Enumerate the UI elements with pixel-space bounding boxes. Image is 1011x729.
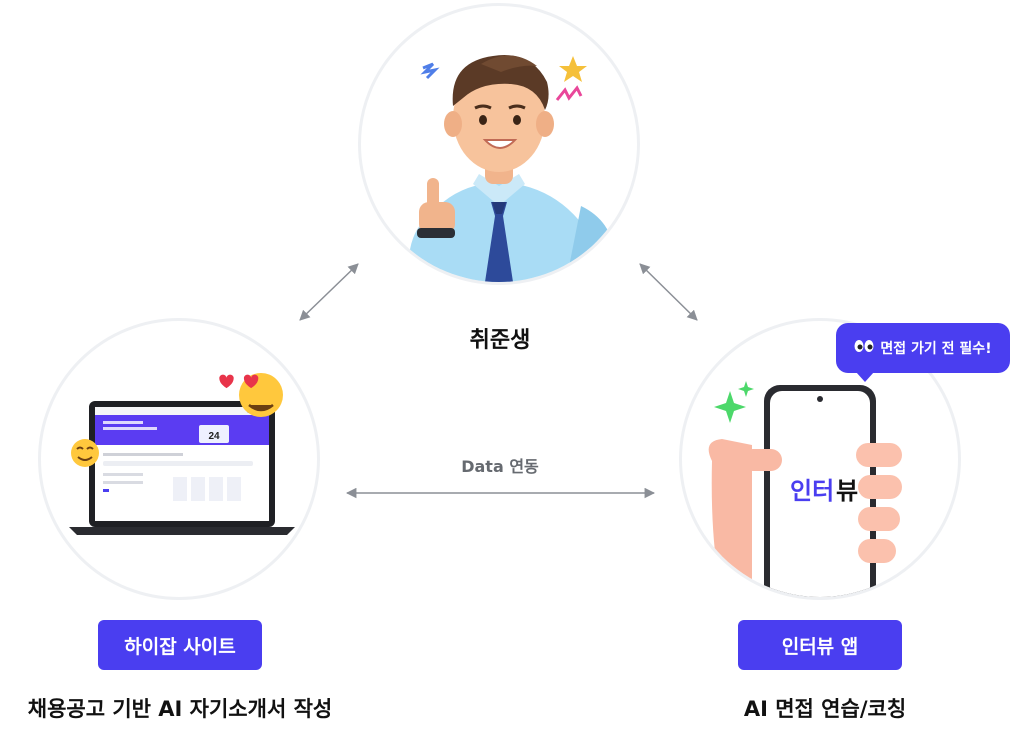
data-link-label: Data 연동 [461, 457, 539, 476]
sparkle-icon [714, 391, 746, 423]
student-node [358, 3, 640, 285]
site-badge: 하이잡 사이트 [98, 620, 262, 670]
arrow-student-app [639, 263, 698, 321]
app-bubble-text: 면접 가기 전 필수! [880, 341, 992, 357]
student-label: 취준생 [469, 328, 531, 353]
app-screen-title-b: 뷰 [836, 477, 858, 505]
student-character-illustration [401, 55, 615, 282]
calendar-day: 24 [208, 431, 220, 442]
sparkle-small-icon [738, 381, 754, 397]
laptop-illustration: 24 [69, 373, 295, 535]
app-badge: 인터뷰 앱 [738, 620, 902, 670]
site-node: 24 [38, 318, 320, 600]
app-screen-title-a: 인터 [790, 477, 834, 505]
app-speech-bubble: 면접 가기 전 필수! [836, 323, 1010, 382]
confetti-squiggle-icon [420, 62, 440, 80]
star-icon [559, 56, 587, 82]
arrow-student-site [299, 263, 359, 321]
heart-eyes-emoji-icon [219, 373, 283, 417]
site-caption: 채용공고 기반 AI 자기소개서 작성 [27, 697, 333, 721]
smiling-emoji-icon [71, 439, 99, 467]
app-caption: AI 면접 연습/코칭 [743, 697, 907, 721]
confetti-zigzag-icon [555, 85, 583, 101]
phone-in-hand-illustration: 인터 뷰 [708, 381, 902, 597]
eyes-emoji-icon [854, 339, 874, 357]
